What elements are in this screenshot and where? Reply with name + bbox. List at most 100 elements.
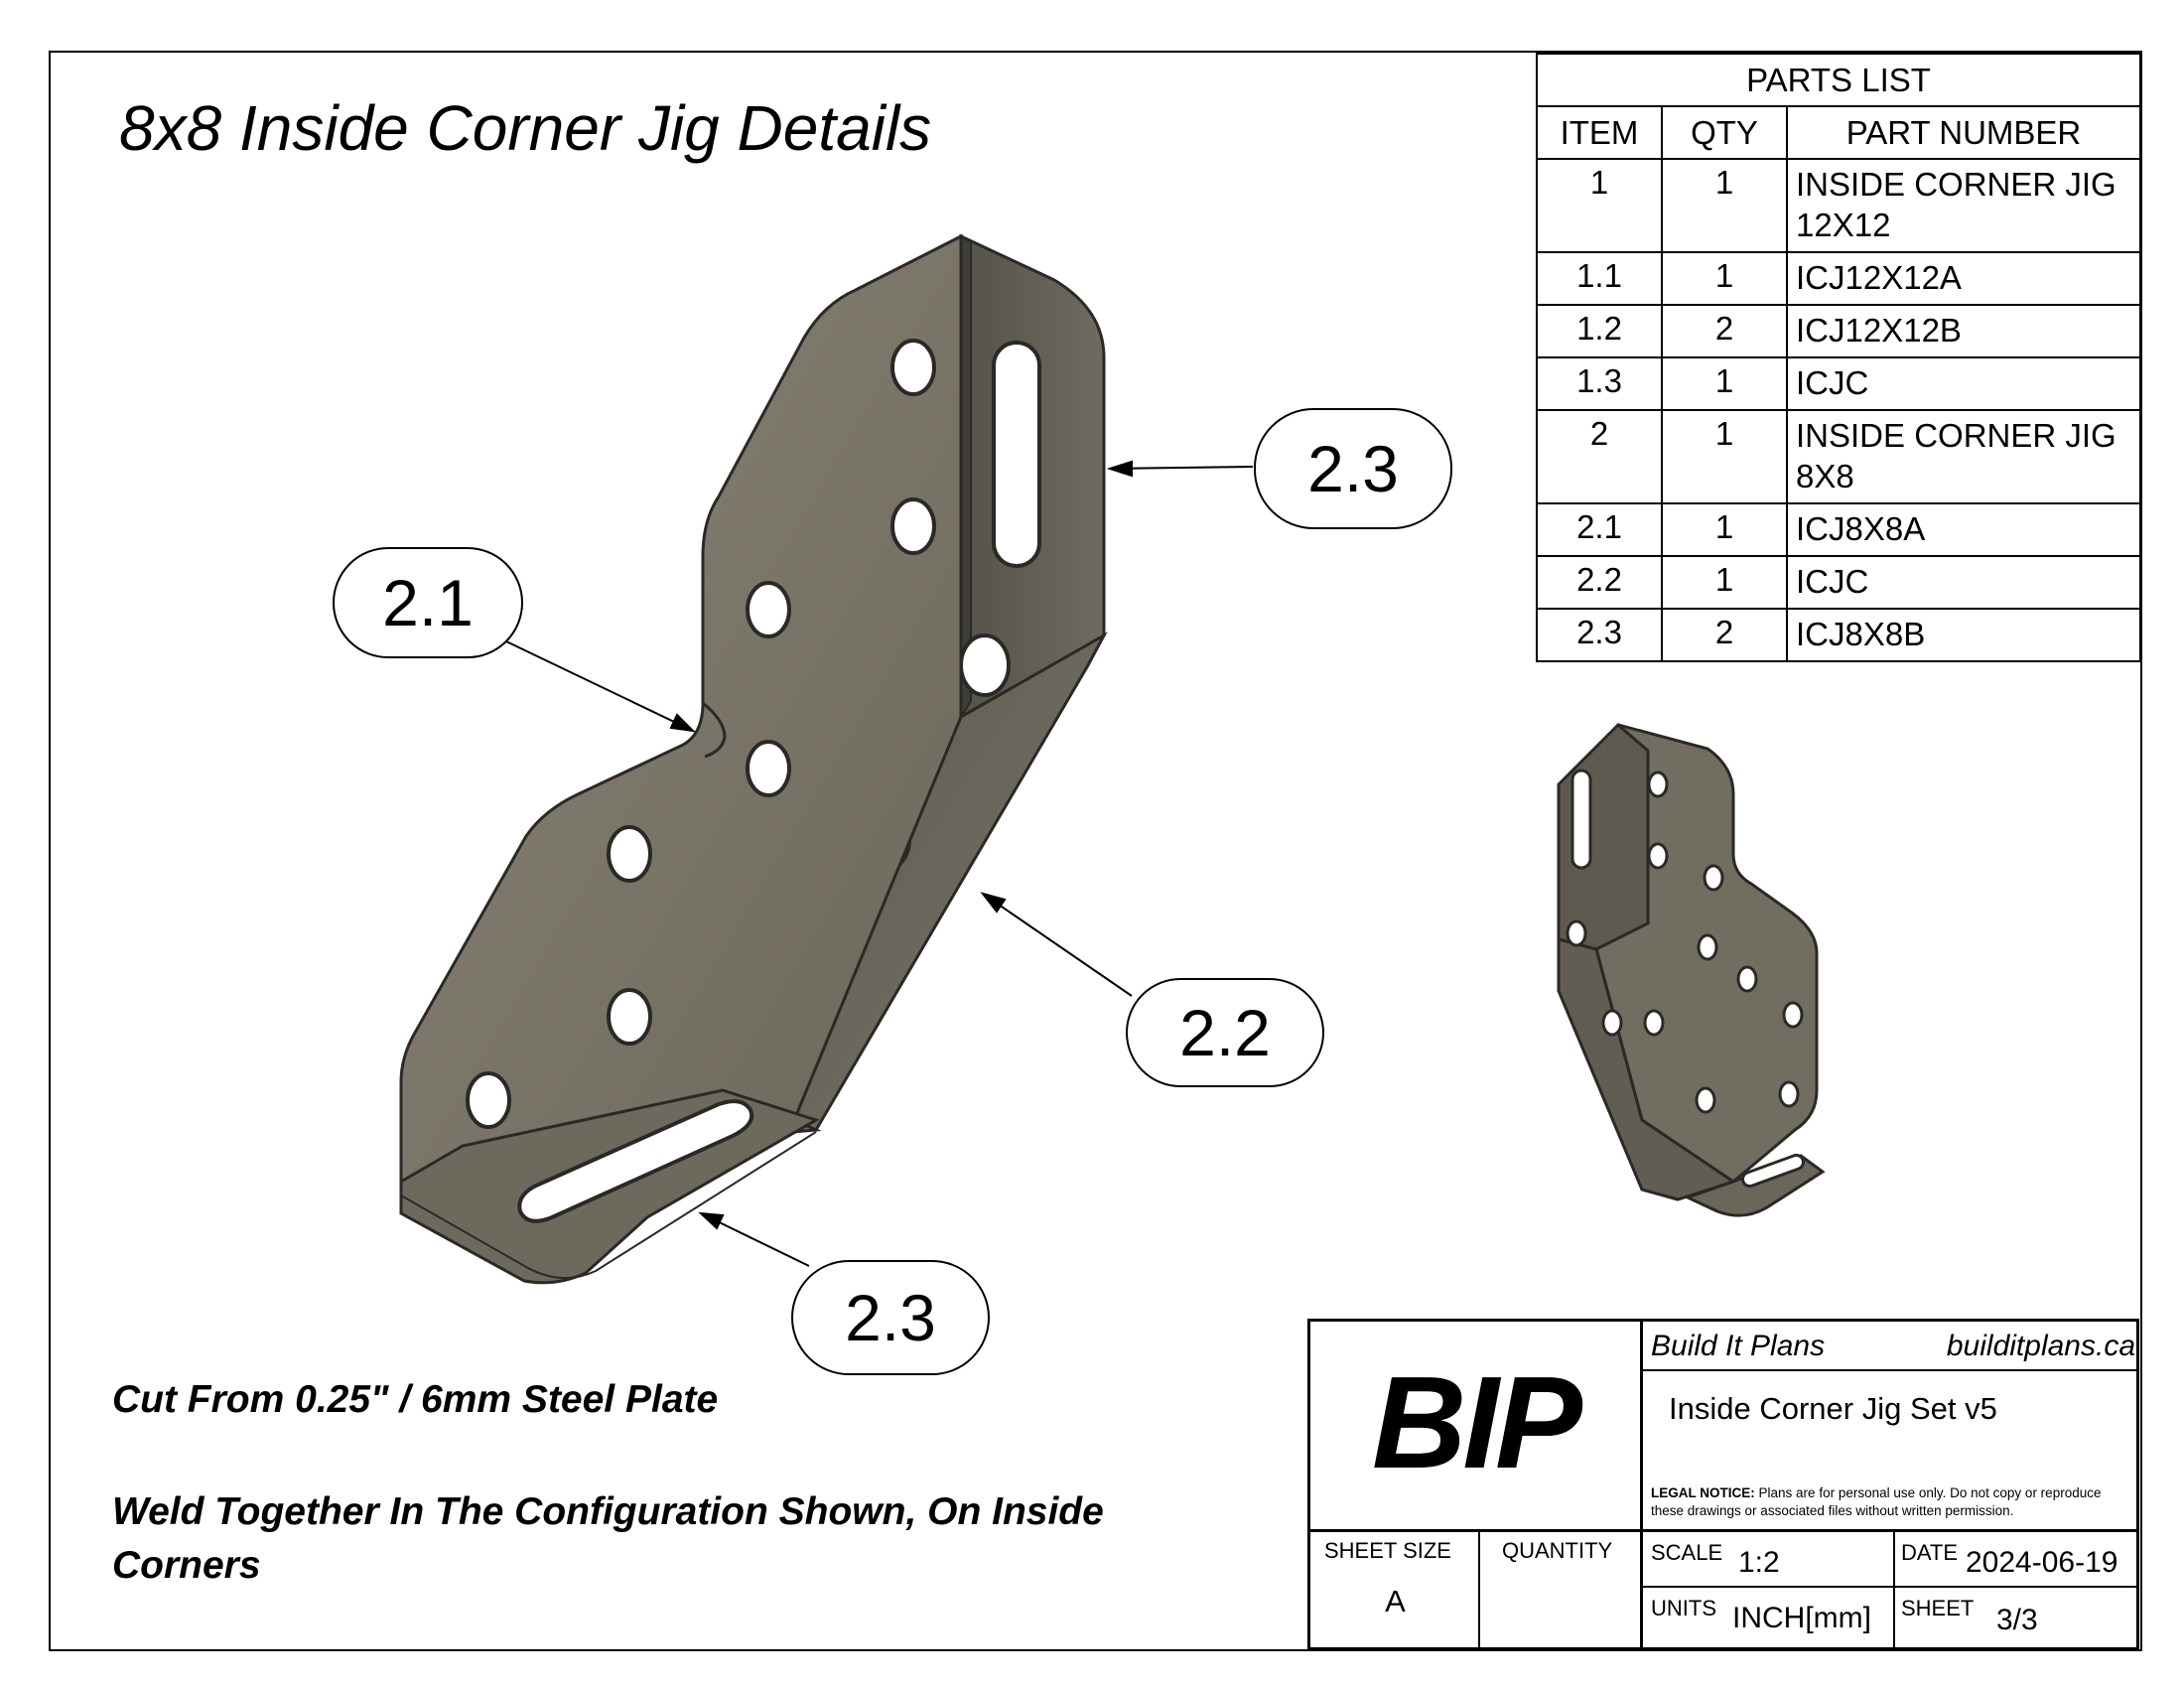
units-cell: UNITS INCH[mm] xyxy=(1643,1588,1895,1650)
item-cell: 2.3 xyxy=(1536,608,1663,662)
drawing-title-cell: Inside Corner Jig Set v5 LEGAL NOTICE: P… xyxy=(1643,1371,2139,1532)
round-hole xyxy=(890,497,936,555)
round-hole xyxy=(1778,1080,1800,1108)
scale-label: SCALE xyxy=(1651,1540,1723,1565)
round-hole xyxy=(1697,933,1718,961)
website: builditplans.ca xyxy=(1946,1330,2135,1362)
quantity-label: QUANTITY xyxy=(1502,1538,1613,1563)
parts-list-heading: PARTS LIST xyxy=(1536,53,2141,107)
sheet-number-cell: SHEET 3/3 xyxy=(1895,1588,2139,1650)
callout-2-3-lower: 2.3 xyxy=(791,1260,990,1375)
table-row: 2.1 1 ICJ8X8A xyxy=(1536,502,2141,557)
qty-cell: 2 xyxy=(1661,304,1788,358)
part-number-cell: INSIDE CORNER JIG 8X8 xyxy=(1786,409,2141,504)
part-number-cell: ICJ12X12B xyxy=(1786,304,2141,358)
item-cell: 1.3 xyxy=(1536,356,1663,411)
qty-cell: 1 xyxy=(1661,356,1788,411)
slot-hole xyxy=(517,1099,754,1223)
plate-2-1 xyxy=(399,233,963,1185)
round-hole xyxy=(959,633,1011,697)
title-block: BIP Build It Plans builditplans.ca Insid… xyxy=(1307,1319,2139,1650)
legal-text: Plans are for personal use only. Do not … xyxy=(1651,1485,2102,1518)
sheet-label: SHEET xyxy=(1901,1596,1975,1620)
plate-2-3-lower xyxy=(399,1088,820,1285)
round-hole xyxy=(607,988,652,1046)
round-hole xyxy=(1736,965,1758,993)
parts-list-table: PARTS LIST ITEM QTY PART NUMBER 1 1 INSI… xyxy=(1536,53,2141,662)
company-cell: Build It Plans builditplans.ca xyxy=(1643,1322,2139,1371)
part-number-cell: ICJ8X8A xyxy=(1786,502,2141,557)
round-hole xyxy=(746,581,791,638)
plate-2-3-upper xyxy=(959,233,1106,721)
leader-lines xyxy=(505,460,1254,1267)
date-cell: DATE 2024-06-19 xyxy=(1895,1532,2139,1588)
round-hole xyxy=(607,825,652,883)
item-cell: 2 xyxy=(1536,409,1663,504)
part-number-cell: ICJ8X8B xyxy=(1786,608,2141,662)
drawing-title: 8x8 Inside Corner Jig Details xyxy=(119,92,932,164)
qty-cell: 1 xyxy=(1661,409,1788,504)
qty-cell: 2 xyxy=(1661,608,1788,662)
drawing-title-text: Inside Corner Jig Set v5 xyxy=(1669,1391,1997,1426)
column-qty: QTY xyxy=(1661,105,1788,160)
round-hole xyxy=(466,1071,511,1129)
weld-note: Weld Together In The Configuration Shown… xyxy=(112,1490,1104,1587)
date-label: DATE xyxy=(1901,1540,1959,1565)
units-label: UNITS xyxy=(1651,1596,1716,1620)
slot-hole xyxy=(1741,1153,1805,1189)
round-hole xyxy=(1782,1001,1804,1029)
table-row: 2.2 1 ICJC xyxy=(1536,555,2141,610)
slot-hole xyxy=(1570,769,1592,870)
scale-cell: SCALE 1:2 xyxy=(1643,1532,1895,1588)
table-row: 1 1 INSIDE CORNER JIG 12X12 xyxy=(1536,158,2141,253)
item-cell: 1 xyxy=(1536,158,1663,253)
table-row: 1.1 1 ICJ12X12A xyxy=(1536,251,2141,306)
part-number-cell: ICJC xyxy=(1786,356,2141,411)
round-hole xyxy=(746,740,791,797)
round-hole xyxy=(1643,1009,1665,1037)
material-note: Cut From 0.25" / 6mm Steel Plate xyxy=(112,1378,719,1421)
callout-2-3-upper: 2.3 xyxy=(1254,408,1452,529)
table-row: 2.3 2 ICJ8X8B xyxy=(1536,608,2141,662)
item-cell: 2.1 xyxy=(1536,502,1663,557)
qty-cell: 1 xyxy=(1661,158,1788,253)
round-hole xyxy=(1703,864,1724,892)
sheet-size-value: A xyxy=(1385,1584,1406,1618)
part-number-cell: ICJC xyxy=(1786,555,2141,610)
logo-cell: BIP xyxy=(1310,1322,1643,1532)
company-name: Build It Plans xyxy=(1651,1330,1826,1362)
round-hole xyxy=(1695,1086,1716,1114)
qty-cell: 1 xyxy=(1661,251,1788,306)
slot-hole xyxy=(992,341,1041,568)
part-number-cell: INSIDE CORNER JIG 12X12 xyxy=(1786,158,2141,253)
round-hole xyxy=(1566,919,1587,947)
column-item: ITEM xyxy=(1536,105,1663,160)
qty-cell: 1 xyxy=(1661,502,1788,557)
secondary-jig-view xyxy=(1557,722,1826,1217)
round-hole xyxy=(1647,842,1669,870)
legal-label: LEGAL NOTICE: xyxy=(1651,1485,1755,1500)
quantity-cell: QUANTITY xyxy=(1480,1532,1643,1650)
callout-2-1: 2.1 xyxy=(333,547,523,658)
qty-cell: 1 xyxy=(1661,555,1788,610)
item-cell: 1.1 xyxy=(1536,251,1663,306)
round-hole xyxy=(1601,1009,1623,1037)
units-value: INCH[mm] xyxy=(1732,1602,1871,1634)
scale-value: 1:2 xyxy=(1738,1546,1780,1579)
sheet-value: 3/3 xyxy=(1996,1604,2038,1636)
round-hole xyxy=(890,339,936,396)
sheet-size-cell: SHEET SIZE A xyxy=(1310,1532,1480,1650)
legal-notice: LEGAL NOTICE: Plans are for personal use… xyxy=(1651,1484,2137,1520)
part-number-cell: ICJ12X12A xyxy=(1786,251,2141,306)
sheet-size-label: SHEET SIZE xyxy=(1324,1538,1451,1563)
item-cell: 1.2 xyxy=(1536,304,1663,358)
column-part-number: PART NUMBER xyxy=(1786,105,2141,160)
callout-2-2: 2.2 xyxy=(1126,978,1324,1087)
table-row: 2 1 INSIDE CORNER JIG 8X8 xyxy=(1536,409,2141,504)
round-hole xyxy=(1647,771,1669,798)
table-row: 1.2 2 ICJ12X12B xyxy=(1536,304,2141,358)
table-row: 1.3 1 ICJC xyxy=(1536,356,2141,411)
